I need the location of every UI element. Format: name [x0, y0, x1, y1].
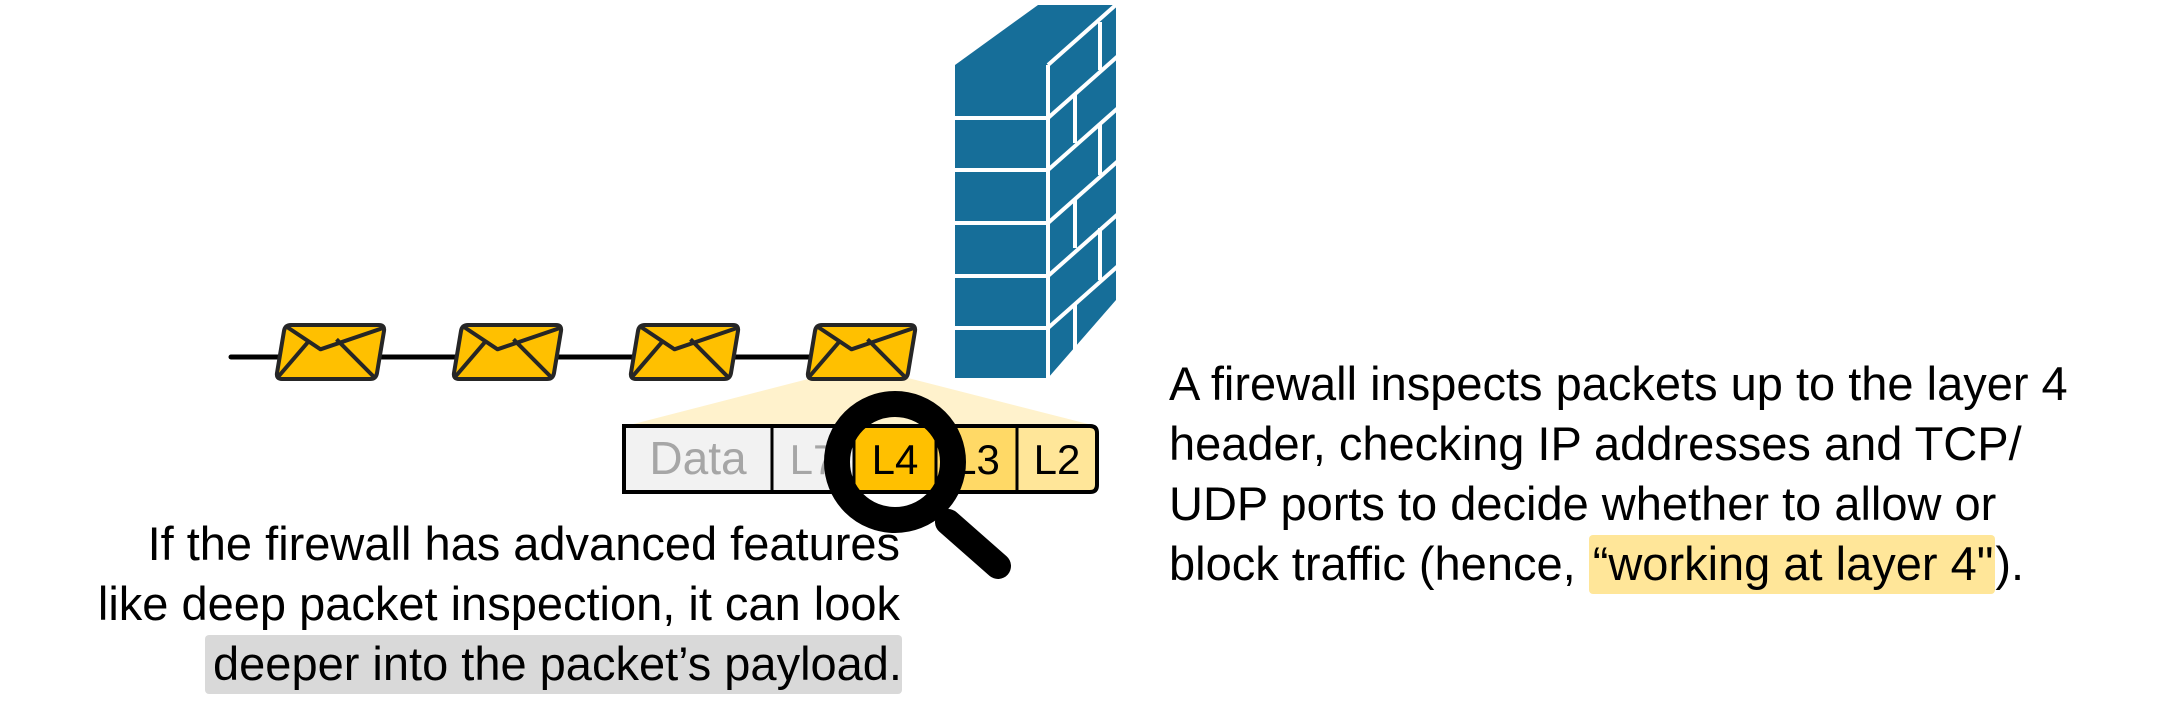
right-caption-line-2: header, checking IP addresses and TCP/ [1169, 417, 2022, 470]
envelope-icon [805, 323, 918, 381]
packet-layer-label: L2 [1034, 436, 1081, 483]
packet-layer-cell [854, 426, 936, 492]
packet-layer-l4: L4 [854, 426, 936, 492]
right-caption-line-4-prefix: block traffic (hence, [1169, 537, 1589, 590]
right-caption-highlight: “working at layer 4" [1588, 535, 1996, 594]
magnifying-glass-icon [824, 391, 1011, 579]
envelope-icon [451, 323, 564, 381]
right-caption: A firewall inspects packets up to the la… [1169, 354, 2068, 594]
left-caption-highlight: deeper into the packet’s payload. [205, 635, 902, 694]
left-caption: If the firewall has advanced features li… [97, 514, 902, 694]
packet-layer-cell [1017, 426, 1097, 492]
right-caption-line-3: UDP ports to decide whether to allow or [1169, 477, 1997, 530]
left-caption-line-1: If the firewall has advanced features [147, 517, 900, 570]
packet-layer-data: Data [624, 426, 772, 492]
packet-layer-l2: L2 [1017, 426, 1097, 492]
packet-envelopes [274, 323, 918, 381]
right-caption-line-4-suffix: ). [1995, 537, 2025, 590]
envelope-icon [274, 323, 387, 381]
envelope-icon [628, 323, 741, 381]
right-caption-line-1: A firewall inspects packets up to the la… [1169, 357, 2068, 410]
packet-bar-outline [622, 424, 1099, 494]
firewall-icon [955, 1, 1120, 380]
packet-layer-label: Data [649, 432, 747, 484]
left-caption-line-2: like deep packet inspection, it can look [97, 577, 900, 630]
packet-layer-cell [624, 426, 772, 492]
packet-layer-label: L4 [872, 436, 919, 483]
